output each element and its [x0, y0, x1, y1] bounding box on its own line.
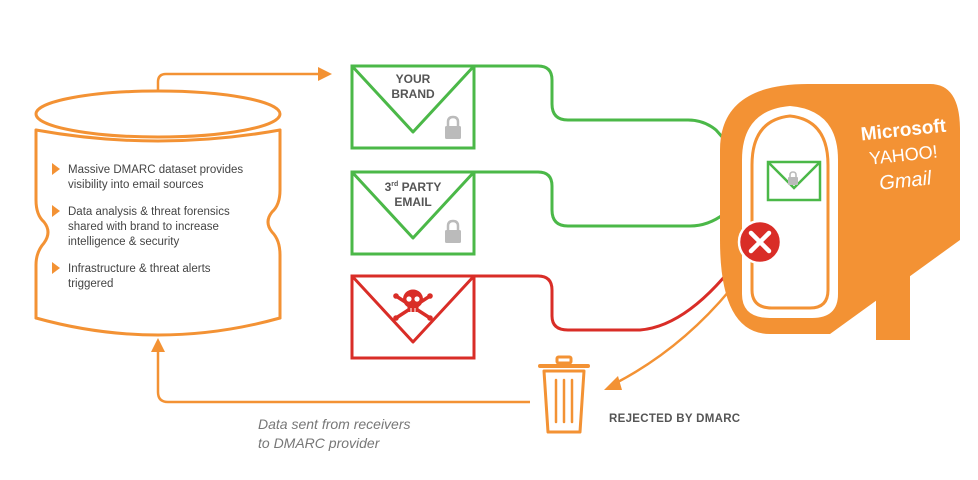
skull-crossbones-icon — [393, 289, 433, 321]
bullet-2-line-2: shared with brand to increase — [68, 221, 219, 233]
envelope-third-party-line-1: 3rd PARTY — [385, 180, 442, 194]
flow-line-brand-to-mailbox — [474, 64, 750, 167]
envelope-malicious — [350, 274, 476, 360]
envelope-third-party: 3rd PARTY EMAIL — [350, 170, 476, 256]
envelope-brand-line-1: YOUR — [396, 72, 431, 86]
envelope-third-party-line-2: EMAIL — [394, 195, 431, 209]
bullet-marker-icon — [52, 163, 60, 175]
database-bottom — [34, 316, 282, 337]
trash-can-icon — [538, 355, 590, 434]
database-top — [34, 89, 282, 139]
mailbox-provider-gmail: Gmail — [878, 167, 933, 194]
x-circle-icon — [737, 219, 783, 265]
arrow-reject-to-trash — [604, 289, 731, 390]
caption-line-1: Data sent from receivers — [258, 416, 411, 432]
flow-line-third-party-to-mailbox — [474, 170, 769, 228]
database-left-side — [34, 128, 50, 320]
arrow-head-icon — [604, 376, 622, 390]
bullet-1-line-2: visibility into email sources — [68, 179, 204, 191]
arrow-head-icon — [151, 338, 165, 352]
mailbox-accepted-envelope — [766, 160, 822, 202]
mailbox: Microsoft YAHOO! Gmail — [720, 84, 960, 340]
bullet-2-line-3: intelligence & security — [68, 236, 179, 248]
lock-icon — [445, 219, 461, 243]
bullet-1-line-1: Massive DMARC dataset provides — [68, 164, 243, 176]
bullet-3-line-1: Infrastructure & threat alerts — [68, 263, 211, 275]
caption-line-2: to DMARC provider — [258, 435, 381, 451]
arrow-trash-to-db — [151, 338, 530, 404]
arrow-db-to-envelopes — [156, 67, 332, 92]
lock-icon — [445, 115, 461, 139]
envelope-your-brand: YOUR BRAND — [350, 64, 476, 150]
bullet-marker-icon — [52, 262, 60, 274]
database-top-rim — [34, 128, 282, 143]
database-bullet-list: Massive DMARC dataset provides visibilit… — [52, 163, 243, 290]
mailbox-opening — [742, 106, 838, 318]
bullet-3-line-2: triggered — [68, 278, 113, 290]
flow-line-malicious-to-reject — [474, 251, 746, 332]
lock-icon — [788, 171, 798, 185]
arrow-head-icon — [318, 67, 332, 81]
envelope-brand-line-2: BRAND — [391, 87, 435, 101]
bullet-2-line-1: Data analysis & threat forensics — [68, 206, 230, 218]
database-right-side — [266, 128, 282, 320]
bullet-marker-icon — [52, 205, 60, 217]
rejected-by-dmarc-label: REJECTED BY DMARC — [609, 413, 740, 425]
